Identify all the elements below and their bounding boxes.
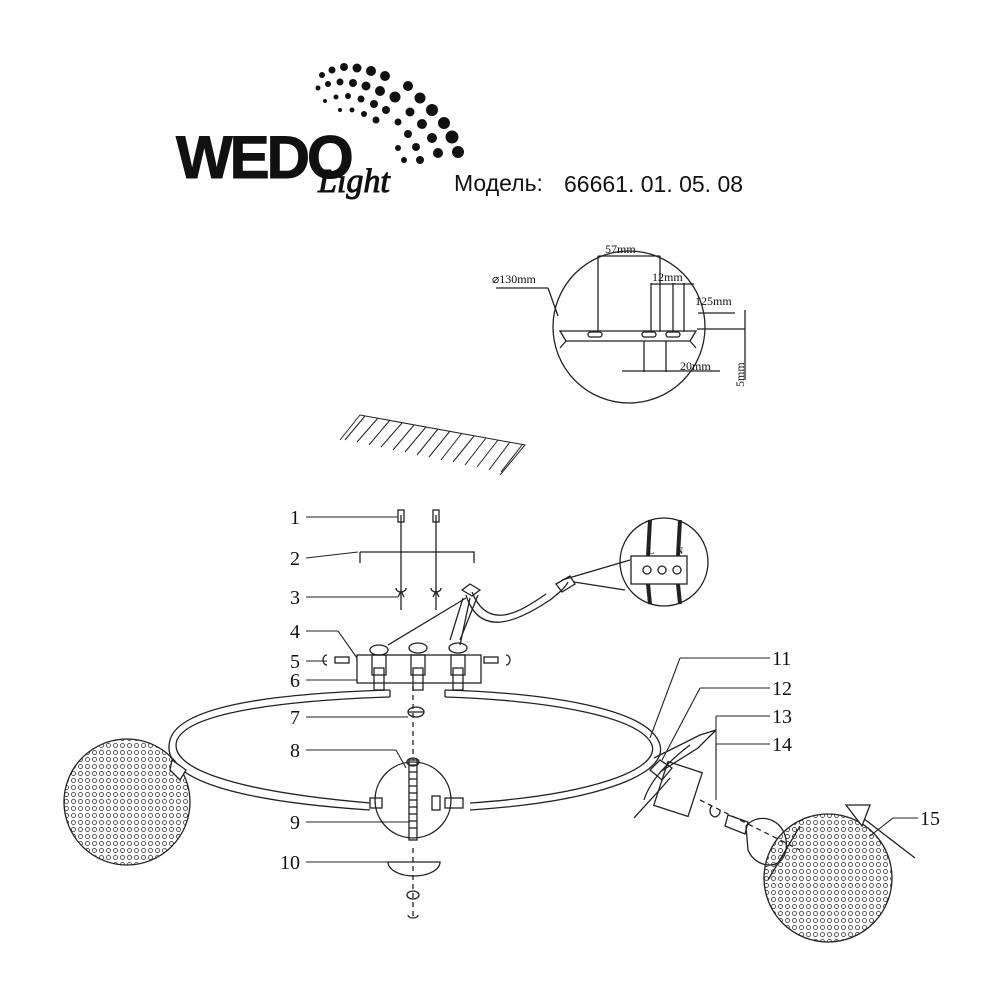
callout-1: 1 xyxy=(290,507,300,529)
callout-8: 8 xyxy=(290,740,300,762)
mounting-screws xyxy=(359,509,475,610)
callout-labels: 1 2 3 4 5 6 7 8 9 10 11 12 13 14 15 xyxy=(280,507,940,874)
lamp-frame-ring xyxy=(168,689,662,811)
terminal-detail-circle xyxy=(619,517,709,607)
brand-logo: WEDO Light xyxy=(176,63,464,201)
model-number: 66661. 01. 05. 08 xyxy=(564,171,743,197)
callout-6: 6 xyxy=(290,670,300,692)
logo-swirl xyxy=(315,63,464,164)
logo-script: Light xyxy=(317,163,391,200)
callout-3: 3 xyxy=(290,587,300,609)
dim-125: 125mm xyxy=(695,294,732,308)
left-globe-shade xyxy=(63,738,191,866)
callout-5: 5 xyxy=(290,651,300,673)
canopy-plate xyxy=(322,597,511,691)
terminal-L: L xyxy=(648,546,654,557)
bracket-detail: ⌀130mm 57mm 12mm 125mm 20mm 5mm xyxy=(492,242,747,404)
bottom-cap-shape xyxy=(387,861,441,877)
terminal-N: N xyxy=(676,546,683,557)
dim-20: 20mm xyxy=(680,359,711,373)
dim-57: 57mm xyxy=(605,242,636,256)
callout-9: 9 xyxy=(290,812,300,834)
callout-15: 15 xyxy=(920,808,940,830)
terminal-detail: L N xyxy=(619,517,709,607)
dim-5: 5mm xyxy=(733,362,747,387)
left-glass-globe xyxy=(63,738,191,866)
dim-12: 12mm xyxy=(652,270,683,284)
callout-7: 7 xyxy=(290,707,300,729)
bottom-cap xyxy=(387,848,441,919)
bracket-detail-circle xyxy=(552,250,706,404)
lamp-socket xyxy=(652,760,704,818)
callout-leaders xyxy=(305,516,918,863)
supply-wires xyxy=(449,559,631,641)
callout-4: 4 xyxy=(290,621,300,643)
right-lamp-assembly xyxy=(633,729,916,943)
callout-12: 12 xyxy=(772,678,792,700)
callout-2: 2 xyxy=(290,548,300,570)
callout-11: 11 xyxy=(772,648,791,670)
callout-14: 14 xyxy=(772,734,792,756)
connector-nut xyxy=(407,706,425,718)
dim-diameter: ⌀130mm xyxy=(492,272,537,286)
bulb-base xyxy=(724,814,749,835)
model-label: Модель: xyxy=(454,170,543,196)
center-hub-sphere xyxy=(374,761,452,839)
callout-13: 13 xyxy=(772,706,792,728)
callout-10: 10 xyxy=(280,852,300,874)
right-globe-shade xyxy=(763,813,893,943)
logo-wordmark: WEDO xyxy=(176,124,352,191)
ceiling-hatch xyxy=(339,414,526,476)
center-hub xyxy=(369,757,464,841)
bracket-bar xyxy=(359,551,475,563)
